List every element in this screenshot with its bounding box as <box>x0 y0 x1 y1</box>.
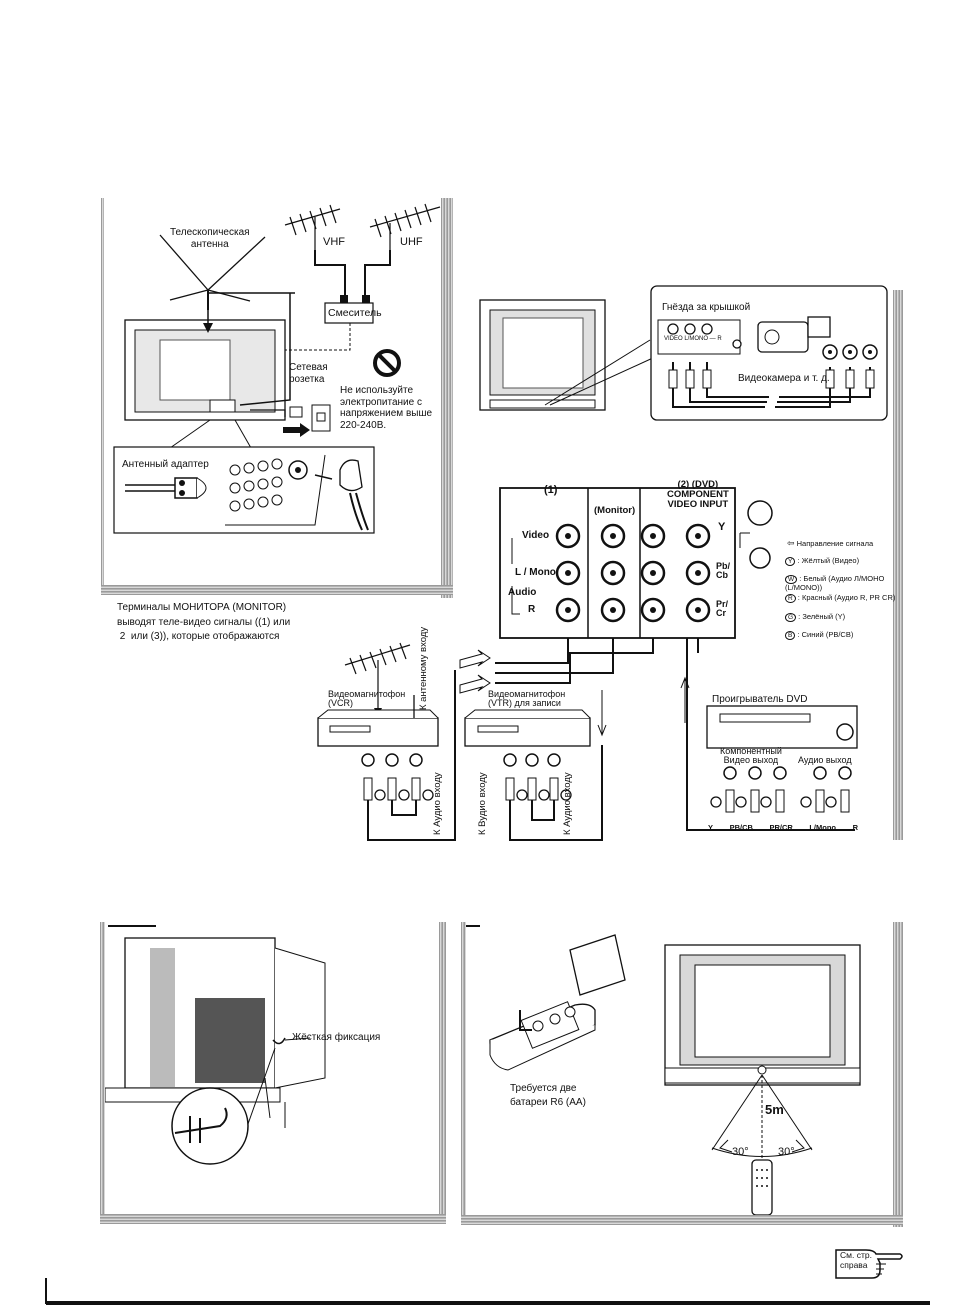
page-bottom-rule <box>46 1301 930 1305</box>
audio-out-label: Аудио выход <box>798 755 852 765</box>
pointing-hand-icon <box>835 1249 903 1279</box>
legend-yellow-text: : Жёлтый (Видео) <box>797 556 860 565</box>
legend-white: W : Белый (Аудио Л/МОНО (L/MONO)) <box>785 574 885 592</box>
batteries-label: Требуется две батареи R6 (AA) <box>510 1083 586 1108</box>
legend-blue-text: : Синий (PB/CB) <box>797 630 854 639</box>
frame-edge <box>461 922 466 1222</box>
frame-edge <box>461 1215 903 1225</box>
antenna-connection-diagram <box>113 203 441 534</box>
remote-control-diagram <box>489 934 861 1215</box>
col3-header: (2) (DVD) COMPONENT VIDEO INPUT <box>667 479 729 510</box>
vcr-label: Видеомагнитофон (VCR) <box>328 689 406 709</box>
legend-blue: B : Синий (PB/CB) <box>785 630 854 640</box>
row-lmono-label: L / Mono <box>515 567 556 578</box>
angle-right-label: 30° <box>778 1146 795 1158</box>
dvd-label-pb: PB/CB <box>729 823 753 832</box>
dvd-bottom-labels: Y PB/CB PR/CR L/Mono R <box>708 823 858 832</box>
power-warning-text: Не используйте электропитание с напряжен… <box>340 385 433 431</box>
dvd-player-label: Проигрыватель DVD <box>712 694 808 705</box>
to-video-input-label: К Вудио входу <box>477 772 488 835</box>
telescopic-antenna-label: Телескопическая антенна <box>170 227 250 250</box>
legend-red-text: : Красный (Аудио R, PR CR) <box>797 593 896 602</box>
monitor-note: Терминалы МОНИТОРА (MONITOR) выводят тел… <box>117 602 291 642</box>
row-video-label: Video <box>522 530 550 541</box>
frame-edge <box>439 922 446 1222</box>
see-next-page-label: См. стр. справа <box>840 1250 872 1270</box>
camcorder-label: Видеокамера и т. д. <box>738 373 830 384</box>
component-y-label: Y <box>718 521 726 533</box>
component-out-label: Компонентный Видео выход <box>720 746 782 766</box>
vhf-label: VHF <box>323 236 345 248</box>
legend-signal-direction: ⇦ Направление сигнала <box>787 538 874 548</box>
tv-fixation-diagram <box>105 937 326 1165</box>
legend-red: R : Красный (Аудио R, PR CR) <box>785 593 896 603</box>
mixer-label: Смеситель <box>328 307 382 319</box>
frame-edge <box>101 198 104 593</box>
dvd-label-y: Y <box>708 823 714 832</box>
to-audio-input-label-2: К Аудио входу <box>562 772 573 835</box>
jack-labels: VIDEO L/MONO — R <box>664 336 722 342</box>
legend-white-text: : Белый (Аудио Л/МОНО (L/MONO)) <box>785 574 885 592</box>
legend-green: G : Зелёный (Y) <box>785 612 846 622</box>
power-outlet-label: Сетевая розетка <box>289 362 328 385</box>
row-r-label: R <box>528 604 536 615</box>
frame-edge <box>893 922 903 1227</box>
section-rule <box>108 925 156 927</box>
frame-edge <box>100 1214 446 1224</box>
page-corner-mark <box>45 1278 47 1304</box>
to-antenna-input-label: К антенному входу <box>418 626 429 710</box>
dvd-label-lmono: L/Mono <box>809 823 837 832</box>
frame-edge <box>441 198 453 598</box>
legend-green-text: : Зелёный (Y) <box>798 612 846 621</box>
component-pb-label: Pb/ Cb <box>716 561 731 580</box>
component-pr-label: Pr/ Cr <box>716 599 729 618</box>
frame-edge <box>100 922 105 1222</box>
legend-yellow: Y : Жёлтый (Видео) <box>785 556 860 566</box>
angle-left-label: 30° <box>732 1146 749 1158</box>
fixation-label: Жёсткая фиксация <box>292 1032 381 1043</box>
section-rule <box>466 925 480 927</box>
camcorder-connection-diagram <box>479 285 888 421</box>
distance-label: 5m <box>765 1102 784 1117</box>
jacks-under-cover-label: Гнёзда за крышкой <box>662 302 751 313</box>
col2-header: (Monitor) <box>594 505 636 516</box>
vtr-label: Видеомагнитофон (VTR) для записи <box>488 689 566 709</box>
dvd-label-r: R <box>852 823 858 832</box>
frame-edge <box>101 585 453 595</box>
see-next-page-button[interactable]: См. стр. справа <box>834 1246 906 1280</box>
row-audio-label: Audio <box>508 587 537 598</box>
col1-header: (1) <box>544 484 558 496</box>
to-audio-input-label: К Аудио входу <box>432 772 443 835</box>
frame-edge <box>893 290 903 840</box>
antenna-adapter-label: Антенный адаптер <box>122 459 209 470</box>
dvd-label-pr: PR/CR <box>769 823 793 832</box>
vcr-connection-diagram <box>317 642 607 841</box>
uhf-label: UHF <box>400 236 423 248</box>
legend-signal-direction-text: Направление сигнала <box>796 539 874 548</box>
input-terminal-panel <box>495 487 858 831</box>
